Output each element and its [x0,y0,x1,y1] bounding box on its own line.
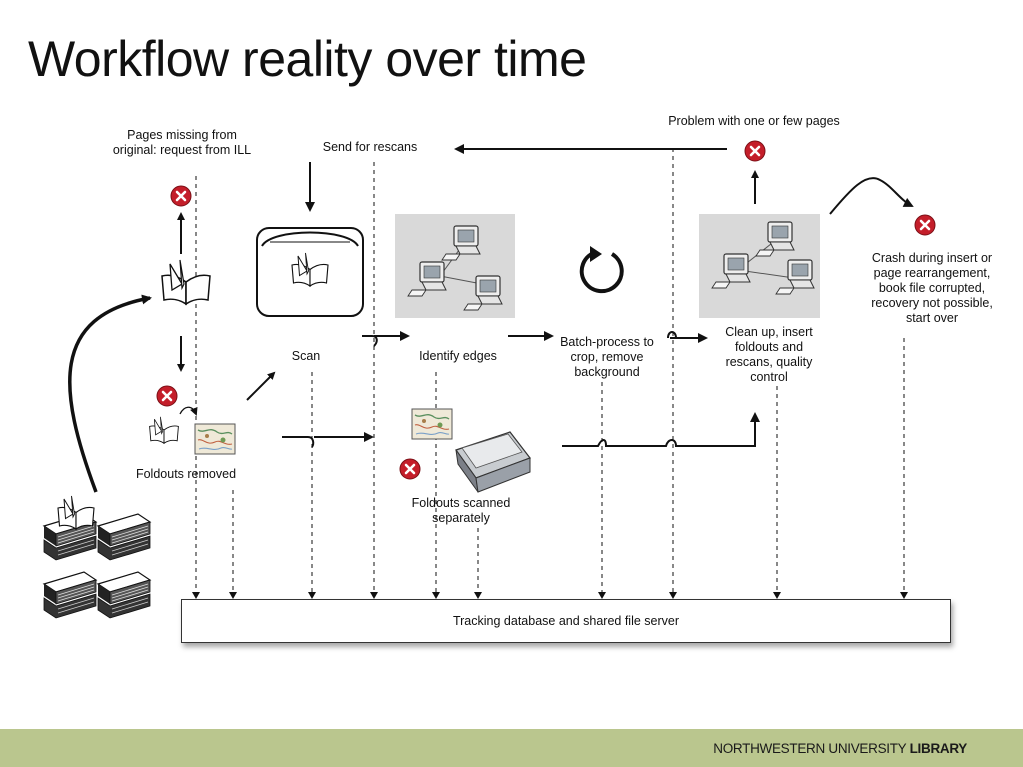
problem-pages-label: Problem with one or few pages [668,114,840,128]
computer-network-icon [395,214,515,318]
pages-missing-label: Pages missing from original: request fro… [112,128,252,157]
tracking-database-label: Tracking database and shared file server [452,614,680,628]
tracking-database-box: Tracking database and shared file server [181,599,951,643]
map-icon [411,408,453,440]
footer-bar: NORTHWESTERN UNIVERSITY LIBRARY [0,729,1023,767]
footer-org: NORTHWESTERN UNIVERSITY [713,741,910,756]
book-scanner-icon [256,227,364,317]
footer-unit: LIBRARY [909,741,968,756]
error-icon [398,457,422,481]
flow-arrows [68,144,914,493]
crash-label: Crash during insert or page rearrangemen… [871,251,993,325]
error-icon [155,384,179,408]
scan-label: Scan [291,349,321,363]
flatbed-scanner-icon [455,431,531,493]
dashed-arrowheads [192,592,908,599]
footer-brand: NORTHWESTERN UNIVERSITY LIBRARY [713,741,967,756]
computer-network-icon [699,214,820,318]
error-icon [743,139,767,163]
error-icon [913,213,937,237]
map-icon [194,423,236,455]
error-icon [169,184,193,208]
batch-process-label: Batch-process to crop, remove background [560,335,654,379]
open-book-icon [149,416,179,444]
book-stack-icon [43,495,151,619]
workflow-diagram [43,139,937,619]
slide-title: Workflow reality over time [28,31,587,87]
identify-edges-label: Identify edges [419,349,497,363]
dashed-connectors [195,148,905,592]
open-book-icon [161,259,211,305]
send-rescans-label: Send for rescans [322,140,418,154]
foldouts-removed-label: Foldouts removed [135,467,237,481]
refresh-icon [579,246,624,294]
foldouts-scanned-label: Foldouts scanned separately [411,496,511,525]
cleanup-label: Clean up, insert foldouts and rescans, q… [725,325,813,384]
